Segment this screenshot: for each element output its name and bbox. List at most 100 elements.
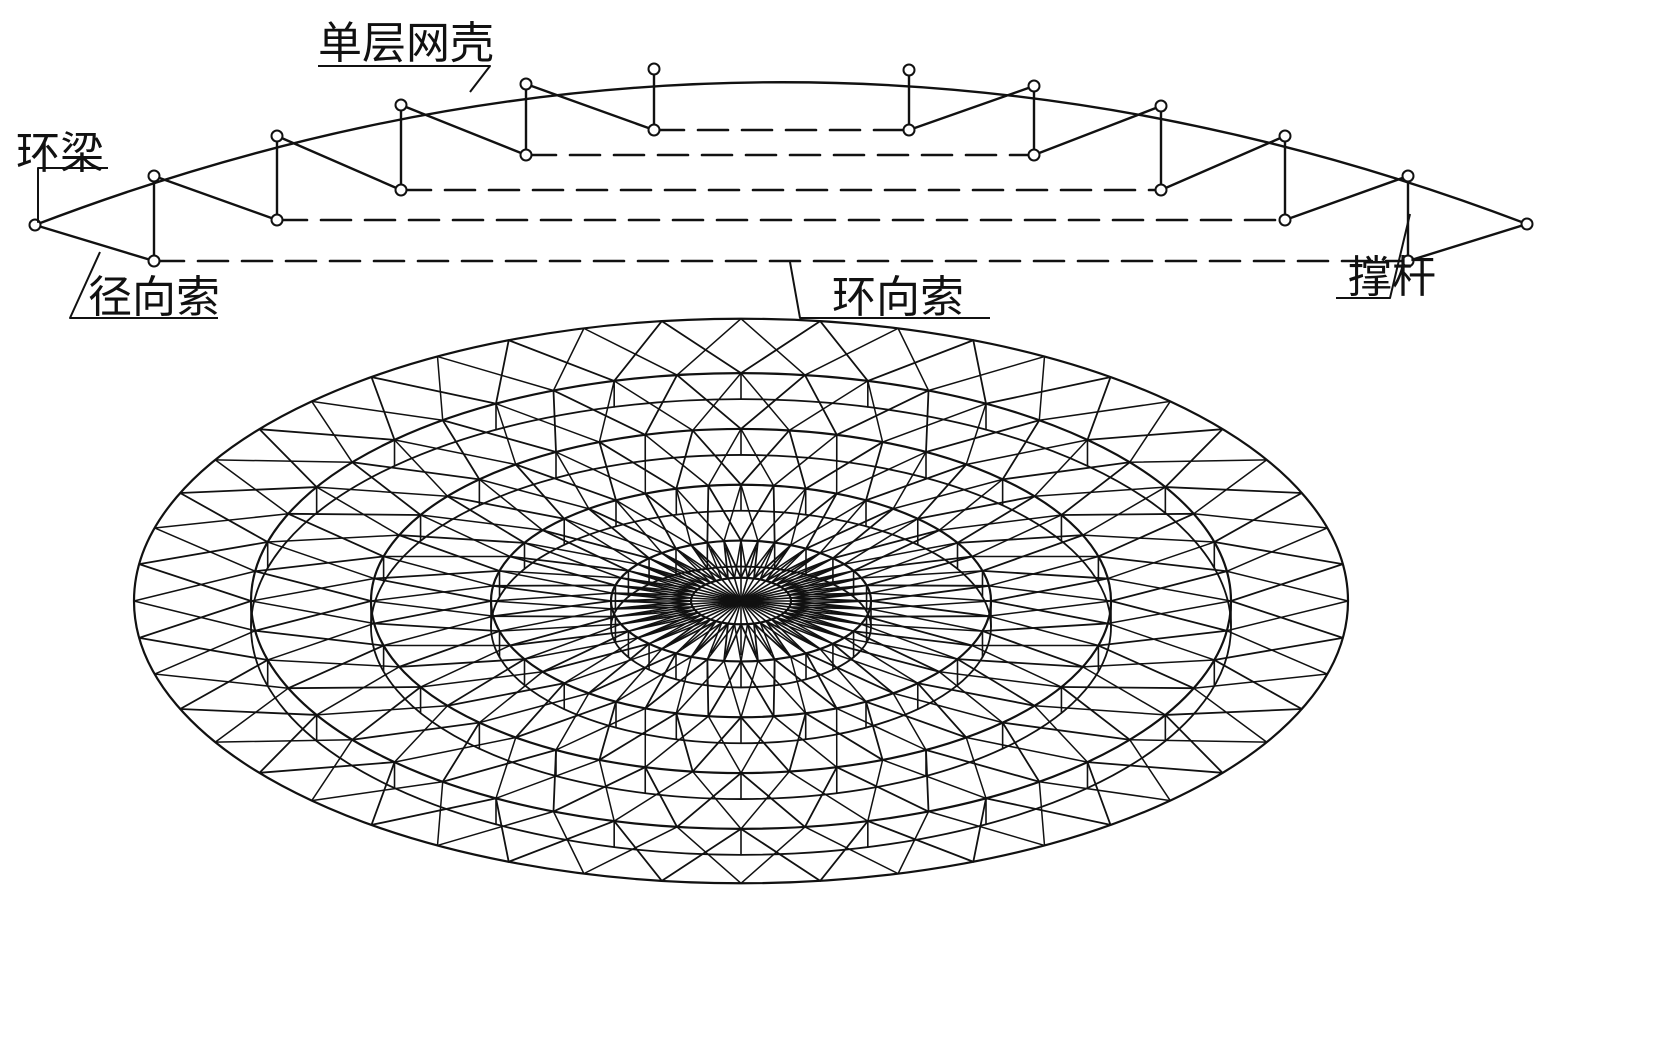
shell-member bbox=[351, 461, 422, 516]
radial-cable-plan bbox=[495, 402, 601, 443]
radial-cable-plan bbox=[772, 715, 838, 768]
radial-cable-plan bbox=[706, 621, 723, 661]
radial-cable-plan bbox=[523, 637, 639, 660]
joint-node bbox=[394, 183, 408, 197]
shell-member bbox=[611, 600, 692, 610]
radial-cable-plan bbox=[757, 660, 807, 715]
radial-cable-plan bbox=[419, 671, 544, 688]
shell-member bbox=[981, 622, 1109, 632]
shell-member bbox=[740, 660, 775, 718]
joint-node bbox=[1278, 213, 1292, 227]
radial-cable-plan bbox=[498, 623, 622, 632]
radial-cable-plan bbox=[552, 327, 585, 392]
radial-cable-plan bbox=[266, 534, 400, 543]
shell-member bbox=[753, 540, 759, 580]
radial-cable-plan bbox=[706, 541, 736, 579]
radial-cable-plan bbox=[563, 648, 663, 684]
radial-cable-plan bbox=[153, 629, 256, 675]
shell-member bbox=[916, 682, 1036, 707]
radial-cable-plan bbox=[419, 514, 544, 531]
radial-cable-plan bbox=[1128, 738, 1268, 743]
radial-cable-plan bbox=[615, 499, 663, 554]
shell-member bbox=[1230, 600, 1344, 639]
radial-cable-plan bbox=[1192, 673, 1329, 689]
radial-cable-plan bbox=[498, 608, 613, 632]
radial-cable-plan bbox=[675, 621, 723, 655]
radial-cable-plan bbox=[393, 439, 517, 466]
shell-member bbox=[690, 544, 729, 580]
radial-cable-plan bbox=[490, 592, 613, 602]
radial-cable-plan bbox=[740, 623, 749, 663]
radial-cable-plan bbox=[498, 570, 613, 594]
shell-member bbox=[1213, 636, 1344, 661]
radial-cable-plan bbox=[843, 637, 959, 660]
center-spoke bbox=[682, 600, 742, 649]
shell-member bbox=[611, 606, 694, 610]
radial-cable bbox=[33, 223, 156, 263]
shell-member bbox=[351, 686, 422, 741]
radial-cable-plan bbox=[1033, 439, 1089, 498]
shell-member bbox=[675, 429, 694, 490]
shell-member bbox=[138, 636, 269, 661]
radial-cable-plan bbox=[675, 547, 723, 581]
radial-cable-plan bbox=[1082, 666, 1167, 716]
shell-member bbox=[740, 320, 822, 375]
shell-member bbox=[804, 374, 838, 436]
shell-member bbox=[373, 600, 492, 625]
radial-cable-plan bbox=[555, 707, 647, 751]
shell-member bbox=[783, 611, 846, 639]
radial-cable-plan bbox=[266, 659, 400, 668]
shell-member bbox=[916, 495, 1036, 520]
shell-member bbox=[1164, 708, 1303, 716]
radial-cable-plan bbox=[214, 459, 354, 464]
radial-cable-plan bbox=[788, 770, 869, 822]
radial-cable-plan bbox=[892, 451, 927, 510]
shell-member bbox=[804, 712, 884, 761]
shell-member bbox=[441, 749, 557, 783]
shell-member bbox=[723, 540, 742, 579]
shell-member bbox=[916, 682, 968, 739]
shell-member bbox=[740, 540, 759, 579]
shell-member bbox=[446, 682, 566, 707]
shell-member bbox=[852, 630, 973, 647]
center-spoke bbox=[670, 600, 742, 645]
radial-cable-plan bbox=[723, 660, 742, 718]
radial-cable-plan bbox=[789, 656, 867, 703]
radial-cable-plan bbox=[153, 673, 290, 689]
radial-cable-plan bbox=[676, 826, 742, 885]
radial-cable-plan bbox=[789, 603, 868, 618]
radial-cable-plan bbox=[740, 660, 759, 718]
radial-cable-leader-line bbox=[69, 251, 218, 319]
radial-cable-plan bbox=[555, 692, 590, 751]
radial-cable-plan bbox=[897, 327, 930, 392]
radial-cable-plan bbox=[648, 618, 712, 645]
shell-member bbox=[598, 712, 678, 761]
shell-member bbox=[707, 484, 742, 542]
radial-cable-plan bbox=[1033, 486, 1167, 498]
shell-member bbox=[783, 611, 863, 626]
radial-cable-plan bbox=[1038, 781, 1171, 802]
shell-member bbox=[138, 563, 252, 602]
radial-cable-plan bbox=[881, 759, 987, 800]
radial-cable-plan bbox=[552, 810, 585, 875]
radial-cable-plan bbox=[627, 614, 703, 632]
radial-cable-plan bbox=[627, 609, 696, 632]
shell-member bbox=[660, 620, 717, 650]
radial-cable-plan bbox=[1128, 400, 1171, 464]
shell-member bbox=[370, 376, 497, 405]
radial-cable-plan bbox=[436, 355, 444, 421]
shell-member bbox=[706, 484, 710, 544]
radial-cable-plan bbox=[393, 704, 449, 763]
radial-cable-plan bbox=[843, 542, 959, 565]
joint-node bbox=[394, 98, 408, 112]
shell-member bbox=[707, 660, 742, 718]
radial-cable-plan bbox=[495, 402, 517, 466]
center-spoke bbox=[740, 600, 812, 645]
radial-cable-plan bbox=[523, 623, 622, 660]
radial-cable-plan bbox=[707, 428, 742, 487]
radial-cable-plan bbox=[759, 621, 807, 655]
radial-cable-plan bbox=[615, 648, 663, 703]
shell-member bbox=[1164, 714, 1224, 774]
radial-cable-plan bbox=[789, 499, 867, 546]
